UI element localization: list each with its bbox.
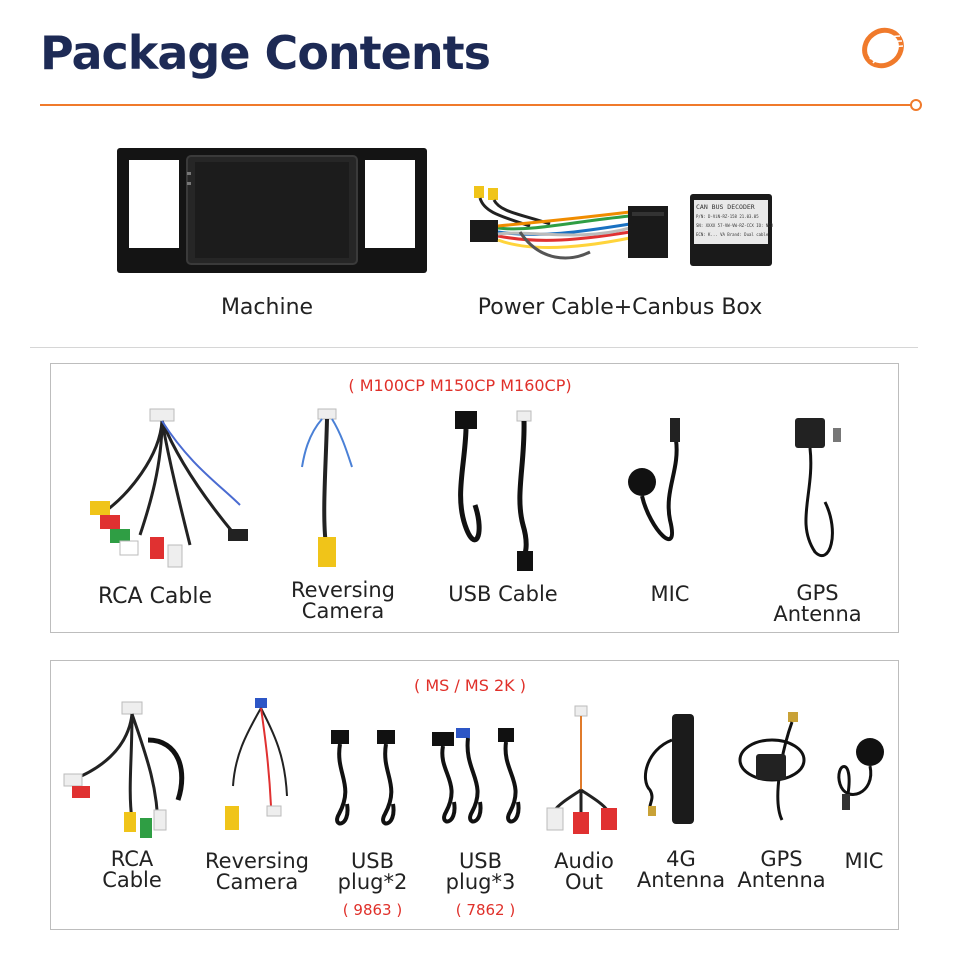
4g-antenna-label-text: 4G Antenna	[636, 847, 726, 892]
rca-cable-2-image	[63, 701, 185, 838]
machine-label: Machine	[220, 295, 314, 320]
section1-models: ( M100CP M150CP M160CP)	[348, 376, 572, 395]
machine-image	[117, 148, 427, 273]
mic-label: MIC	[650, 582, 690, 606]
power-cable-image	[470, 186, 668, 260]
usb-plug-3-image	[432, 728, 521, 824]
audio-out-label: Audio Out	[546, 851, 622, 893]
orange-spiral-logo-icon	[862, 27, 904, 69]
usb-plug-2-label-text: USB plug*2	[337, 849, 408, 894]
gps-antenna-2-image	[738, 712, 806, 821]
gps-antenna-label-text: GPS Antenna	[773, 581, 862, 626]
canbus-box-image	[690, 194, 772, 266]
4g-antenna-image	[643, 714, 694, 824]
accessory-box-2	[50, 660, 899, 930]
audio-out-image	[546, 705, 617, 834]
section2-models: ( MS / MS 2K )	[414, 676, 526, 695]
page-title: Package Contents	[40, 26, 491, 80]
reversing-camera-label: Reversing Camera	[268, 580, 418, 622]
gps-antenna-image	[795, 418, 841, 557]
reversing-camera-cable-image	[301, 408, 353, 567]
gps-antenna-label: GPS Antenna	[765, 583, 870, 625]
gps-antenna-2-label-text: GPS Antenna	[737, 847, 826, 892]
reversing-camera-2-image	[225, 698, 288, 830]
audio-out-label-text: Audio Out	[554, 849, 614, 894]
usb-plug-2-code: ( 9863 )	[342, 901, 403, 919]
rca-cable-2-label: RCA Cable	[82, 849, 182, 891]
rca-cable-image	[90, 408, 248, 568]
usb-plug-2-image	[331, 730, 396, 826]
reversing-camera-label-text: Reversing Camera	[291, 578, 395, 623]
4g-antenna-label: 4G Antenna	[636, 849, 726, 891]
usb-plug-3-code: ( 7862 )	[455, 901, 516, 919]
mic-2-label: MIC	[844, 849, 884, 873]
canbus-line: CAN BUS DECODER	[696, 203, 755, 211]
gps-antenna-2-label: GPS Antenna	[734, 849, 829, 891]
section-divider	[30, 347, 918, 348]
mic-image	[628, 418, 680, 542]
rca-cable-2-label-text: RCA Cable	[102, 847, 162, 892]
usb-plug-3-label: USB plug*3	[438, 851, 523, 893]
usb-cable-label: USB Cable	[448, 582, 558, 606]
header-divider	[40, 104, 912, 106]
canbus-line: SN: XXXX 57-VW-VW-RZ-CCX IO: NCB	[696, 223, 774, 228]
usb-plug-2-label: USB plug*2	[330, 851, 415, 893]
reversing-camera-2-label-text: Reversing Camera	[205, 849, 309, 894]
header-divider-end-dot	[910, 99, 922, 111]
reversing-camera-2-label: Reversing Camera	[197, 851, 317, 893]
accessory-box-1	[50, 363, 899, 633]
usb-cable-image	[455, 410, 533, 571]
mic-2-image	[837, 738, 884, 810]
rca-cable-label: RCA Cable	[97, 584, 213, 609]
usb-plug-3-label-text: USB plug*3	[445, 849, 516, 894]
canbus-line: P/N: D-ViN-RZ-158 21.03.05	[696, 214, 759, 219]
power-cable-label: Power Cable+Canbus Box	[477, 295, 763, 320]
canbus-box-text: CAN BUS DECODER P/N: D-ViN-RZ-158 21.03.…	[696, 203, 774, 239]
canbus-line: ECN: K... VA Brand: Dual cable	[696, 232, 769, 237]
